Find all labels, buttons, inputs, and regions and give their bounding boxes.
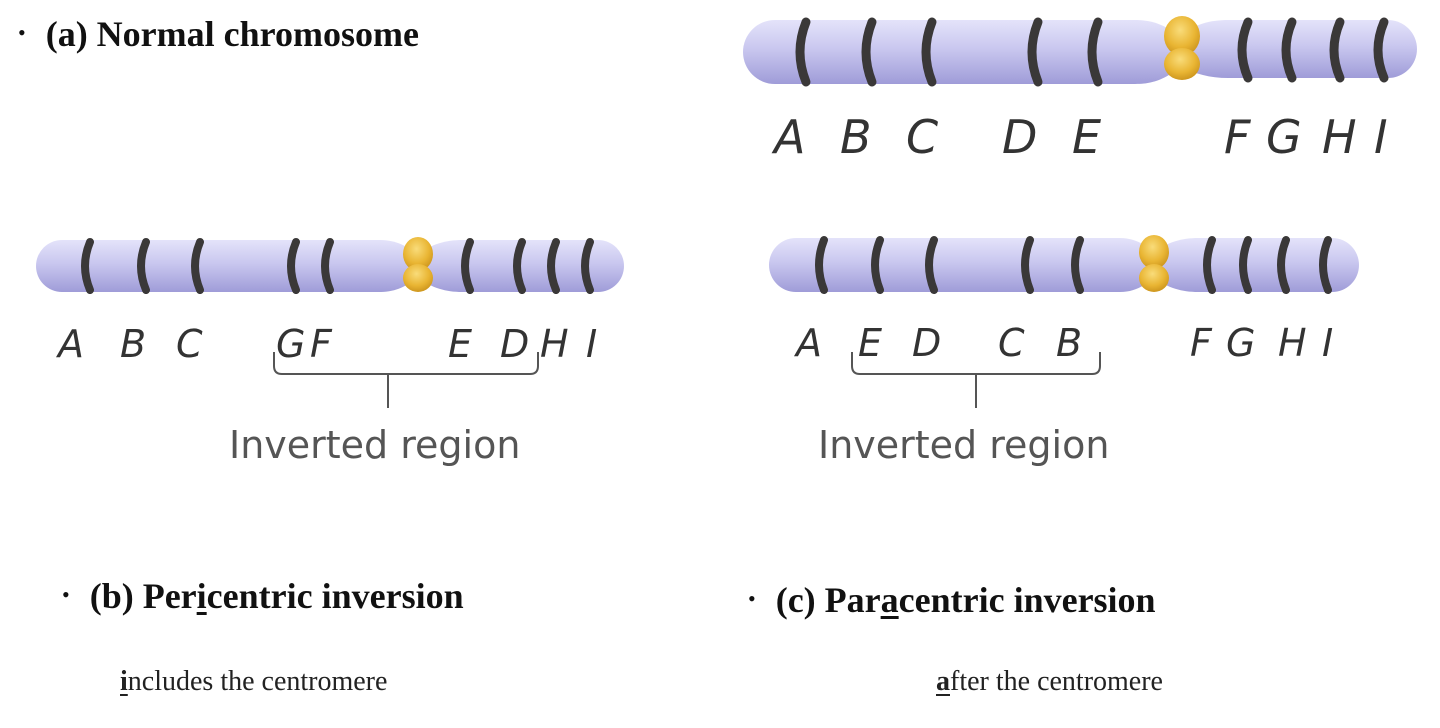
gene-label: F	[1224, 110, 1251, 164]
note-pericentric-mark: i	[120, 666, 128, 697]
band	[137, 238, 150, 294]
bullet: •	[62, 582, 70, 607]
band-group	[795, 17, 1389, 87]
gene-label: B	[1056, 321, 1082, 365]
gene-label: I	[1322, 321, 1333, 365]
heading-pericentric-inversion: • (b) Pericentric inversion	[62, 576, 464, 621]
band	[1373, 17, 1389, 83]
band	[1277, 236, 1290, 294]
band	[1203, 236, 1216, 294]
band	[871, 236, 884, 294]
gene-label: E	[858, 321, 882, 365]
inverted-region-bracket	[273, 352, 539, 408]
band	[1319, 236, 1332, 294]
note-pericentric: includes the centromere	[120, 666, 387, 698]
band	[581, 238, 594, 294]
gene-labels-paracentric: A E D C B F G H I	[793, 321, 1333, 365]
gene-label: H	[1278, 321, 1307, 365]
gene-label: H	[1322, 110, 1357, 164]
chromosome-paracentric: A E D C B F G H I Inverted region	[769, 235, 1359, 467]
heading-paracentric-mark: a	[880, 580, 899, 620]
gene-label: C	[176, 322, 203, 366]
note-pericentric-rest: ncludes the centromere	[127, 666, 388, 697]
chromosome-normal: A B C D E F G H I	[743, 16, 1417, 164]
gene-label: A	[793, 321, 822, 365]
heading-normal-chromosome: • (a) Normal chromosome	[18, 14, 419, 59]
band-group	[815, 236, 1332, 294]
gene-label: D	[500, 322, 529, 366]
band	[1027, 17, 1043, 87]
heading-pericentric-post: centric inversion	[206, 576, 464, 616]
inverted-region-label: Inverted region	[229, 423, 520, 467]
band	[321, 238, 334, 294]
band	[1237, 17, 1253, 83]
heading-pericentric-pre: (b) Per	[89, 576, 197, 616]
gene-label: E	[448, 322, 472, 366]
band	[81, 238, 94, 294]
band-group	[81, 238, 594, 294]
gene-label: G	[276, 322, 305, 366]
chromosome-long-arm	[743, 20, 1180, 84]
gene-label: I	[1374, 110, 1388, 164]
band	[1071, 236, 1084, 294]
band	[461, 238, 474, 294]
bullet: •	[748, 586, 756, 611]
bullet: •	[18, 20, 26, 45]
gene-label: F	[310, 322, 333, 366]
band	[925, 236, 938, 294]
gene-label: B	[120, 322, 146, 366]
gene-labels-pericentric: A B C G F E D H I	[55, 322, 597, 366]
heading-normal-text: (a) Normal chromosome	[45, 14, 419, 54]
gene-labels-normal: A B C D E F G H I	[771, 110, 1388, 164]
centromere	[403, 237, 433, 292]
centromere	[1139, 235, 1169, 292]
chromosome-pericentric: A B C G F E D H I Inverted region	[36, 237, 624, 467]
band	[1087, 17, 1103, 87]
band	[1021, 236, 1034, 294]
heading-paracentric-pre: (c) Par	[775, 580, 881, 620]
gene-label: C	[998, 321, 1025, 365]
heading-paracentric-inversion: • (c) Paracentric inversion	[748, 580, 1156, 625]
note-paracentric: after the centromere	[936, 666, 1163, 698]
gene-label: F	[1190, 321, 1213, 365]
gene-label: G	[1226, 321, 1255, 365]
gene-label: A	[55, 322, 84, 366]
gene-label: C	[906, 110, 938, 164]
band	[287, 238, 300, 294]
gene-label: I	[586, 322, 597, 366]
gene-label: A	[771, 110, 805, 164]
band	[795, 17, 811, 87]
inverted-region-bracket	[851, 352, 1101, 408]
gene-label: D	[1002, 110, 1037, 164]
gene-label: H	[540, 322, 569, 366]
band	[1239, 236, 1252, 294]
gene-label: E	[1072, 110, 1101, 164]
gene-label: G	[1266, 110, 1302, 164]
heading-pericentric-mark: i	[196, 576, 207, 616]
inverted-region-label: Inverted region	[818, 423, 1109, 467]
gene-label: D	[912, 321, 941, 365]
band	[815, 236, 828, 294]
band	[513, 238, 526, 294]
centromere	[1164, 16, 1200, 80]
band	[921, 17, 937, 87]
band	[861, 17, 877, 87]
band	[191, 238, 204, 294]
heading-paracentric-post: centric inversion	[898, 580, 1156, 620]
chromosome-long-arm	[36, 240, 418, 292]
note-paracentric-mark: a	[936, 666, 950, 697]
chromosome-long-arm	[769, 238, 1154, 292]
gene-label: B	[840, 110, 872, 164]
band	[1329, 17, 1345, 83]
note-paracentric-rest: fter the centromere	[950, 666, 1163, 697]
band	[1281, 17, 1297, 83]
band	[547, 238, 560, 294]
